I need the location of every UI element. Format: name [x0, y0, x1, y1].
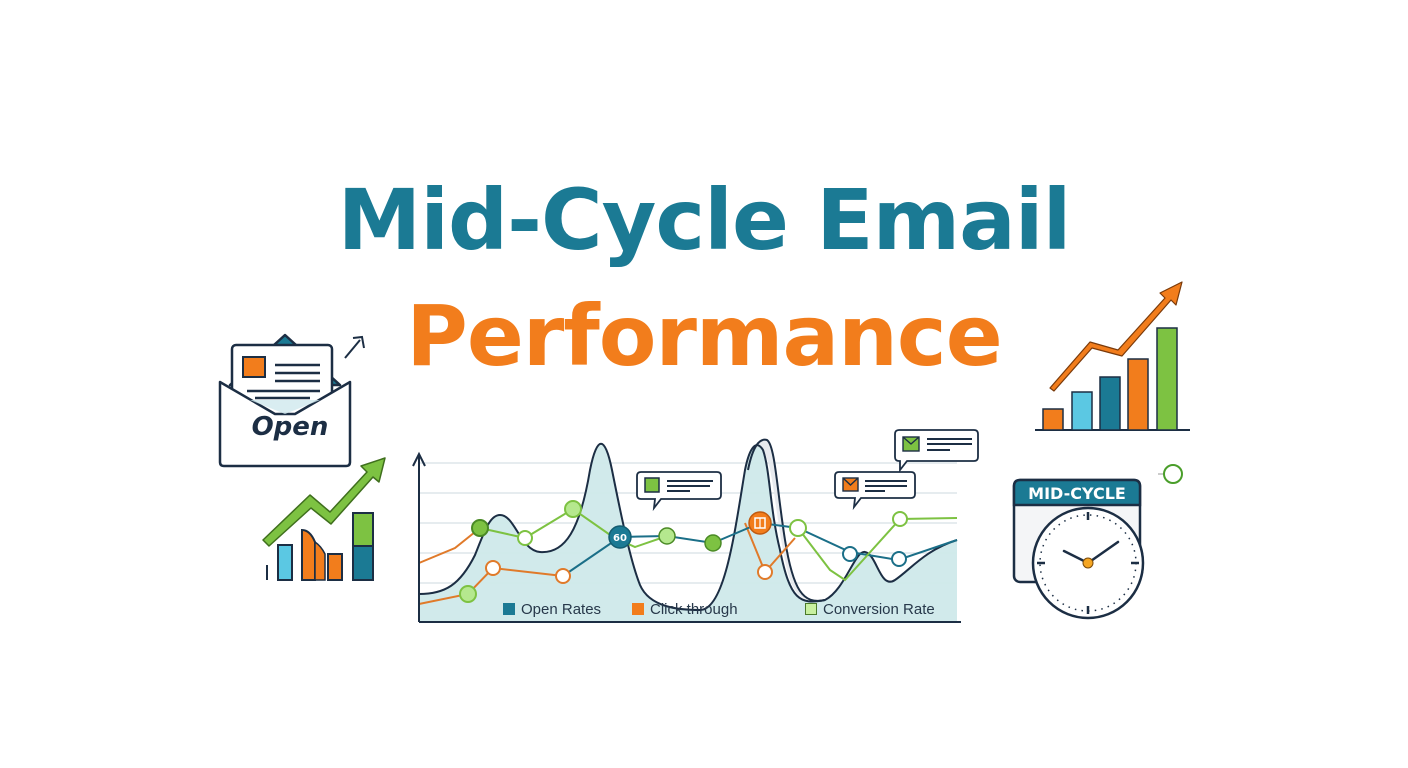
open-rates-swatch [503, 603, 515, 615]
legend-label: Open Rates [521, 600, 602, 618]
arrow-up-right-icon [344, 335, 365, 359]
legend-item-open-rates: Open Rates [503, 598, 601, 620]
open-rate-badge [608, 525, 632, 549]
orange-envelope-message-icon [834, 471, 916, 511]
mid-cycle-label: MID-CYCLE [1028, 484, 1126, 503]
orange-arrow-bar-chart-icon [1035, 281, 1190, 431]
performance-line-chart: 60 [412, 429, 979, 623]
legend-label: Conversion Rate [823, 600, 935, 618]
green-ring-icon [1158, 464, 1183, 484]
conversion-rate-swatch [805, 603, 817, 615]
legend-item-click-through: Click through [632, 598, 738, 620]
legend-label: Click through [650, 600, 738, 618]
open-rates-area [419, 443, 957, 622]
calendar-clock-icon [1012, 478, 1145, 620]
open-envelope-icon [218, 333, 365, 468]
page-title: Mid-Cycle Email [337, 171, 1072, 269]
green-arrow-bar-chart-icon [262, 457, 386, 581]
page-subtitle: Performance [406, 287, 1002, 385]
green-envelope-message-icon [894, 429, 979, 473]
legend-item-conversion-rate: Conversion Rate [805, 598, 935, 620]
click-through-line [418, 527, 481, 564]
click-through-swatch [632, 603, 644, 615]
open-label: Open [251, 412, 329, 442]
green-square-message-icon [636, 471, 722, 512]
svg-text:60: 60 [613, 533, 627, 544]
